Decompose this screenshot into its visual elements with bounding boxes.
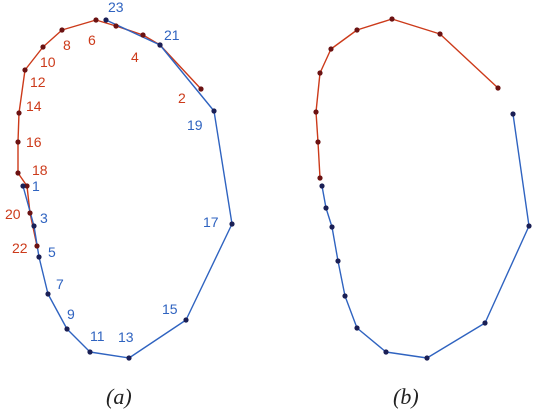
red-vertex-b	[437, 31, 443, 37]
red-vertex-b	[495, 85, 501, 91]
caption-a: (a)	[106, 384, 132, 409]
blue-vertex-b	[329, 224, 335, 230]
red-vertex-a	[15, 139, 21, 145]
red-vertex-b	[313, 109, 319, 115]
red-vertex-b	[315, 139, 321, 145]
red-contour-b	[315, 18, 499, 179]
blue-vertex-label: 21	[164, 27, 180, 43]
red-vertex-a	[93, 17, 99, 23]
blue-vertex-a	[64, 326, 70, 332]
blue-vertex-b	[354, 325, 360, 331]
blue-vertex-label: 19	[187, 117, 203, 133]
blue-vertex-label: 13	[118, 329, 134, 345]
blue-vertex-label: 9	[67, 306, 75, 322]
blue-contour-a	[22, 19, 233, 359]
blue-vertex-b	[482, 320, 488, 326]
red-vertex-a	[27, 210, 33, 216]
caption-b: (b)	[393, 384, 419, 409]
red-vertex-b	[317, 175, 323, 181]
red-vertex-b	[317, 70, 323, 76]
red-vertex-label: 10	[40, 54, 56, 70]
blue-contour-b	[321, 113, 530, 359]
red-vertex-label: 6	[88, 32, 96, 48]
red-vertex-a	[59, 27, 65, 33]
blue-vertex-label: 11	[90, 328, 105, 344]
blue-vertex-a	[126, 355, 132, 361]
blue-vertex-a	[20, 183, 26, 189]
blue-vertex-label: 17	[203, 214, 219, 230]
blue-vertex-b	[342, 293, 348, 299]
blue-vertex-a	[229, 221, 235, 227]
red-vertex-a	[24, 183, 30, 189]
red-vertex-a	[34, 243, 40, 249]
red-vertex-b	[328, 46, 334, 52]
blue-vertex-label: 15	[162, 301, 178, 317]
blue-vertex-label: 23	[108, 0, 124, 15]
blue-vertex-a	[211, 108, 217, 114]
red-contour-a	[17, 19, 202, 247]
panel-b	[313, 16, 532, 361]
red-vertex-a	[40, 44, 46, 50]
red-vertex-label: 12	[30, 74, 46, 90]
red-vertex-b	[354, 27, 360, 33]
blue-vertex-b	[323, 205, 329, 211]
red-vertex-label: 16	[26, 134, 42, 150]
red-vertex-label: 8	[63, 37, 71, 53]
blue-vertex-b	[510, 111, 516, 117]
blue-vertex-label: 1	[32, 178, 40, 194]
blue-vertex-b	[383, 349, 389, 355]
blue-vertex-b	[526, 223, 532, 229]
red-vertex-label: 4	[131, 49, 139, 65]
red-vertex-a	[140, 32, 146, 38]
red-vertex-a	[22, 67, 28, 73]
red-vertex-label: 18	[32, 162, 48, 178]
blue-vertex-label: 3	[40, 210, 48, 226]
blue-vertex-a	[183, 317, 189, 323]
blue-vertex-b	[424, 355, 430, 361]
blue-vertex-b	[319, 183, 325, 189]
red-vertex-a	[198, 86, 204, 92]
red-vertex-label: 14	[26, 98, 42, 114]
blue-vertex-a	[45, 291, 51, 297]
blue-vertex-a	[36, 254, 42, 260]
red-vertex-label: 22	[12, 240, 28, 256]
red-vertex-b	[389, 16, 395, 22]
red-vertex-label: 20	[5, 206, 21, 222]
red-vertex-a	[15, 170, 21, 176]
red-vertex-label: 2	[178, 90, 186, 106]
blue-vertex-a	[87, 349, 93, 355]
red-vertex-a	[16, 110, 22, 116]
blue-vertex-a	[157, 42, 163, 48]
blue-vertex-label: 5	[48, 244, 56, 260]
red-vertex-a	[113, 23, 119, 29]
blue-vertex-label: 7	[56, 276, 64, 292]
blue-vertex-a	[31, 223, 37, 229]
blue-vertex-a	[103, 17, 109, 23]
blue-vertex-b	[335, 258, 341, 264]
